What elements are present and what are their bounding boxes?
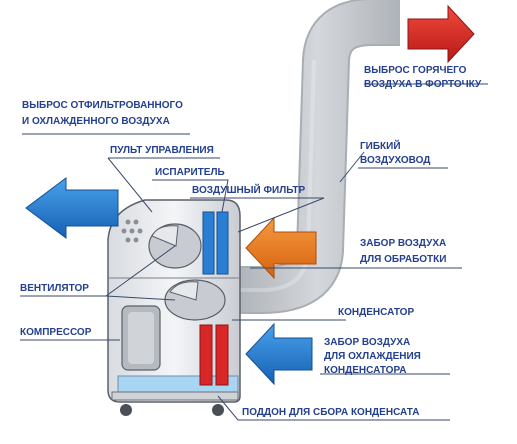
label-flex-duct-2: ВОЗДУХОВОД — [360, 155, 430, 166]
label-filtered-out-1: ВЫБРОС ОТФИЛЬТРОВАННОГО — [22, 100, 183, 111]
wheel-right — [212, 404, 224, 416]
condenser-intake-arrow — [245, 322, 313, 386]
label-condenser: КОНДЕНСАТОР — [338, 307, 414, 318]
label-control-panel: ПУЛЬТ УПРАВЛЕНИЯ — [110, 145, 214, 156]
condenser-coil — [199, 324, 229, 386]
intake-air-arrow — [245, 216, 317, 280]
label-flex-duct-1: ГИБКИЙ — [360, 139, 401, 152]
leader-lines — [20, 83, 488, 421]
unit-body — [107, 199, 241, 416]
evaporator-coil — [202, 211, 229, 275]
label-cond-intake-3: КОНДЕНСАТОРА — [324, 365, 406, 376]
label-evaporator: ИСПАРИТЕЛЬ — [155, 167, 225, 178]
label-fan: ВЕНТИЛЯТОР — [20, 283, 89, 294]
condenser-fan — [164, 279, 226, 321]
label-compressor: КОМПРЕССОР — [20, 327, 92, 338]
label-hot-air-out-2: ВОЗДУХА В ФОРТОЧКУ — [364, 79, 482, 90]
label-hot-air-out-1: ВЫБРОС ГОРЯЧЕГО — [364, 65, 467, 76]
hot-air-exhaust-arrow — [407, 4, 475, 64]
cool-air-exhaust-arrow — [25, 177, 119, 239]
control-panel-buttons — [121, 219, 143, 243]
label-intake-2: ДЛЯ ОБРАБОТКИ — [360, 254, 446, 265]
label-drain-tray: ПОДДОН ДЛЯ СБОРА КОНДЕНСАТА — [242, 407, 419, 418]
label-air-filter: ВОЗДУШНЫЙ ФИЛЬТР — [192, 183, 306, 196]
label-cond-intake-2: ДЛЯ ОХЛАЖДЕНИЯ — [324, 351, 421, 362]
label-intake-1: ЗАБОР ВОЗДУХА — [360, 238, 446, 249]
wheel-left — [120, 404, 132, 416]
label-cond-intake-1: ЗАБОР ВОЗДУХА — [324, 337, 410, 348]
label-filtered-out-2: И ОХЛАЖДЕННОГО ВОЗДУХА — [22, 116, 170, 127]
